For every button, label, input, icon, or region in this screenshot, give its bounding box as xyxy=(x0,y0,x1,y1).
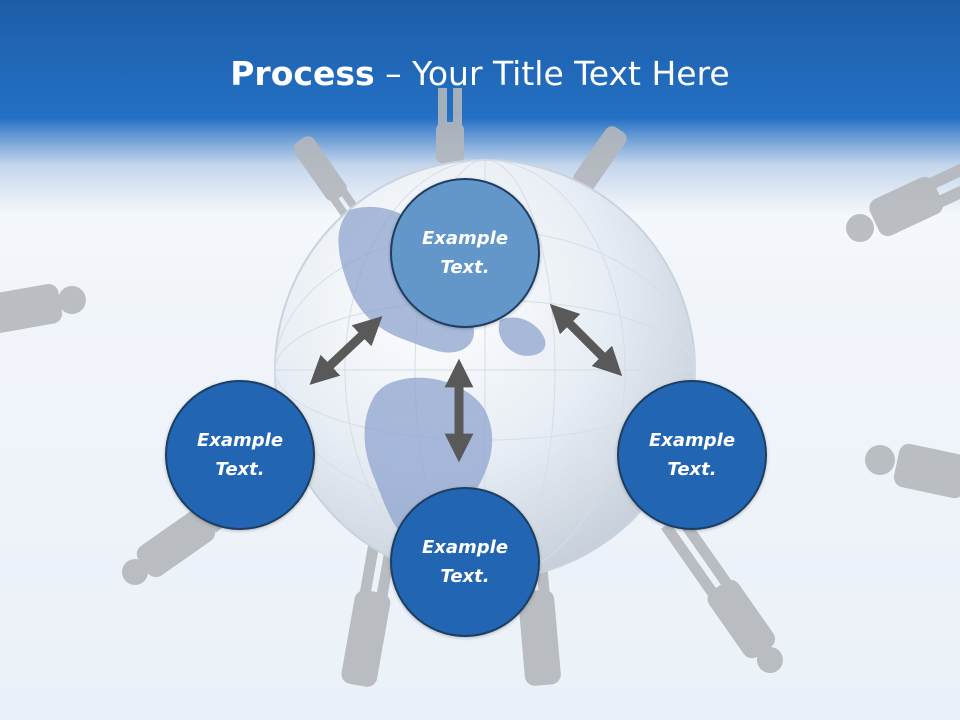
node-top: Example Text. xyxy=(390,178,540,328)
slide-title: Process – Your Title Text Here xyxy=(0,48,960,100)
node-right-label: Example Text. xyxy=(648,430,736,480)
node-left-label: Example Text. xyxy=(196,430,284,480)
title-rest: – Your Title Text Here xyxy=(374,54,730,93)
arrow-top-right xyxy=(549,303,623,377)
node-bottom: Example Text. xyxy=(390,487,540,637)
title-bold: Process xyxy=(230,54,375,93)
node-bottom-label: Example Text. xyxy=(421,537,509,587)
arrow-top-left xyxy=(309,316,383,385)
node-right: Example Text. xyxy=(617,380,767,530)
node-top-label: Example Text. xyxy=(421,228,509,278)
node-left: Example Text. xyxy=(165,380,315,530)
